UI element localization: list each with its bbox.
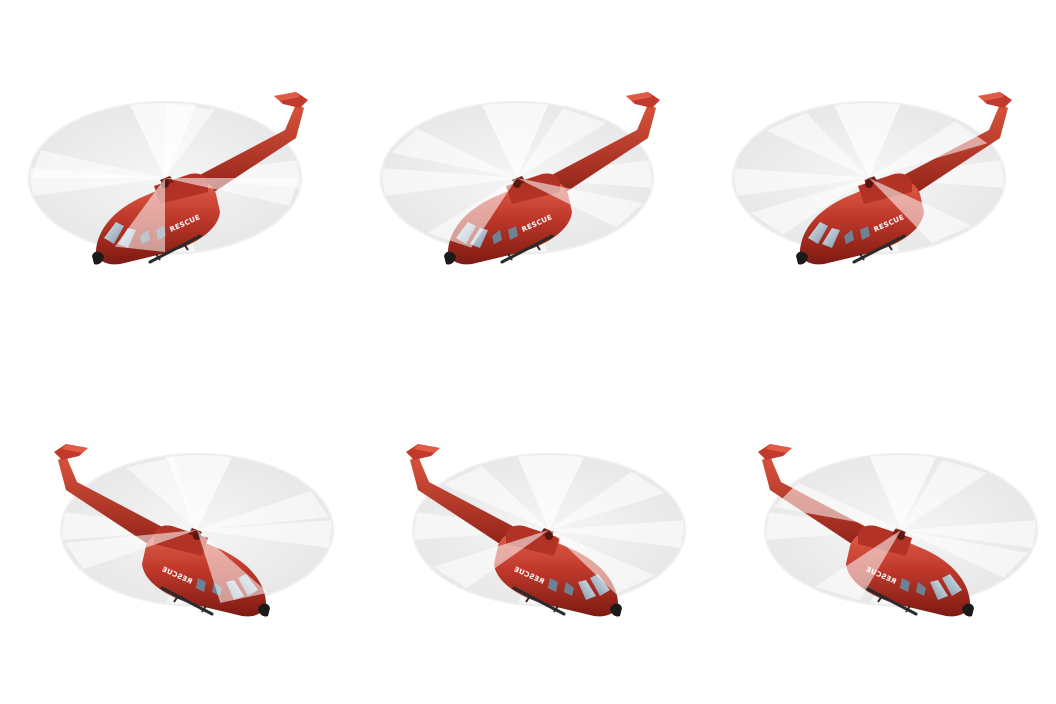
helicopter-icon: RESCUE	[714, 352, 1056, 704]
helicopter-frame-5: RESCUE	[362, 352, 714, 704]
rotor-blades	[31, 104, 299, 252]
helicopter-icon: RESCUE	[362, 352, 714, 704]
rotor-blades	[391, 108, 643, 248]
helicopter-icon: RESCUE	[0, 0, 352, 352]
helicopter-frame-2: RESCUE	[352, 0, 704, 352]
helicopter-icon: RESCUE	[704, 0, 1056, 352]
rotor-blades	[433, 465, 665, 595]
helicopter-frame-3: RESCUE	[704, 0, 1056, 352]
helicopter-frame-4: RESCUE	[10, 352, 362, 704]
rotor-blades	[65, 457, 329, 603]
rotor-blades	[750, 112, 988, 244]
helicopter-frame-1: RESCUE	[0, 0, 352, 352]
helicopter-icon: RESCUE	[10, 352, 362, 704]
helicopter-frame-6: RESCUE	[714, 352, 1056, 704]
rotor-blades	[773, 459, 1029, 601]
helicopter-icon: RESCUE	[352, 0, 704, 352]
